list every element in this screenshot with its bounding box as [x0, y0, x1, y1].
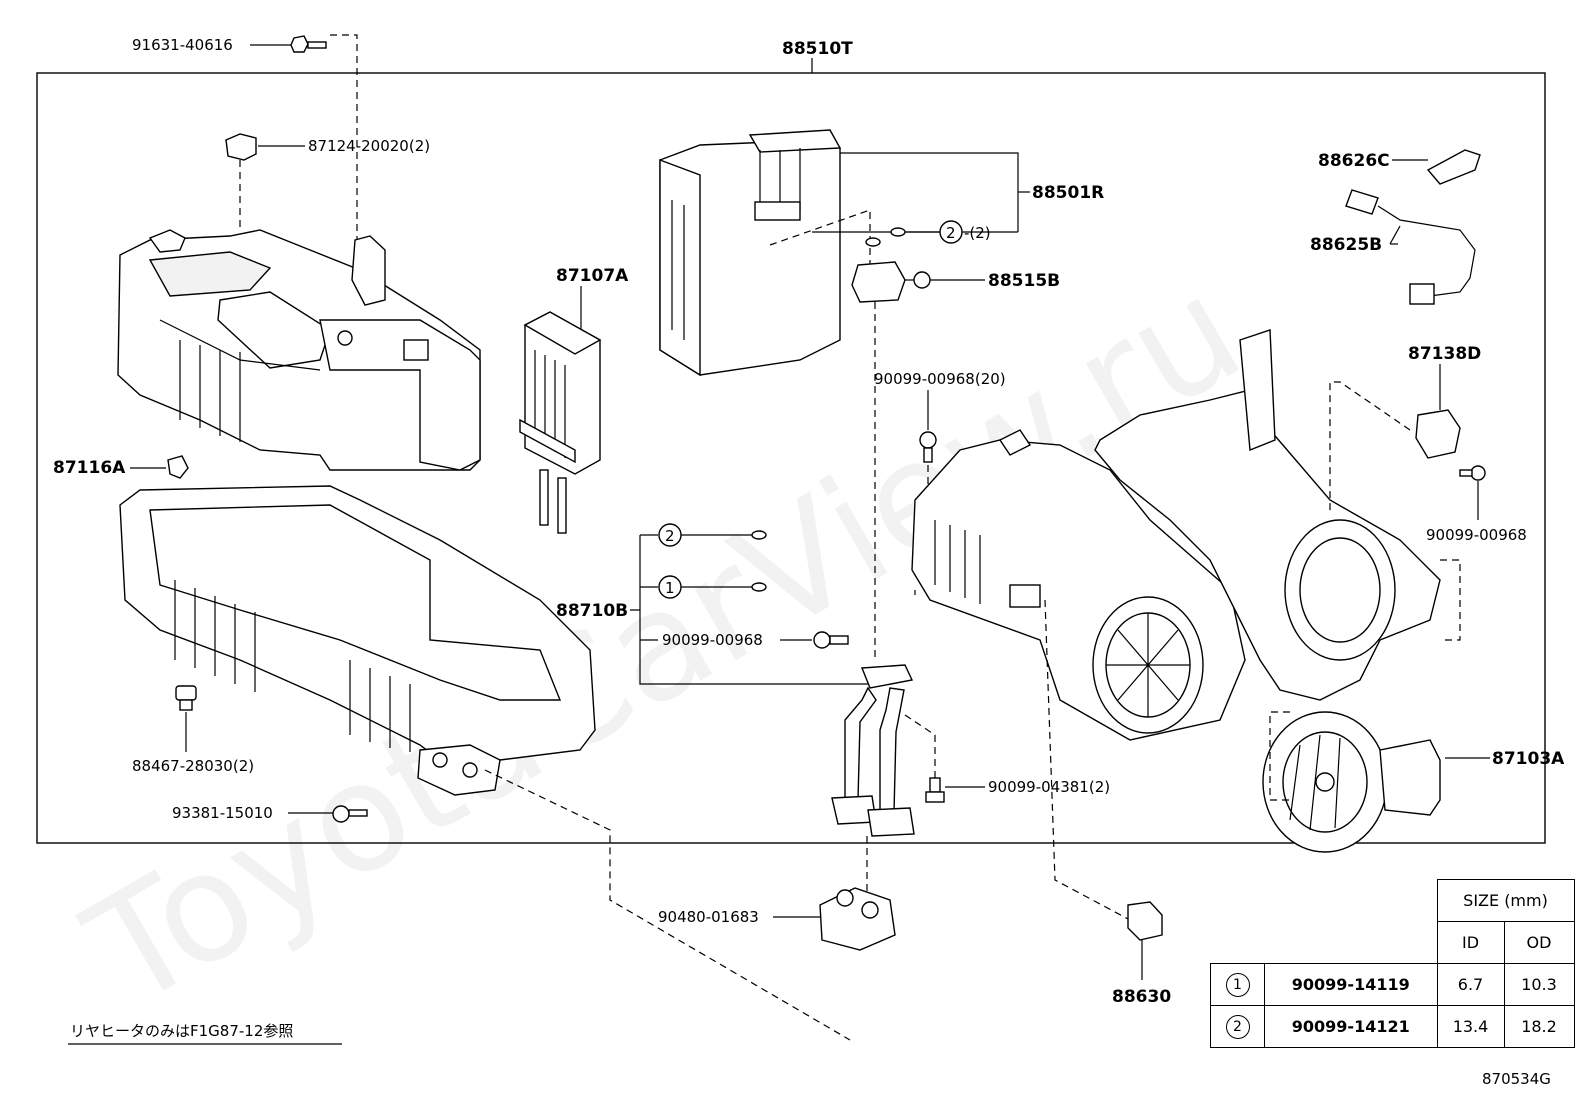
screw-icon	[332, 805, 368, 823]
heater-core	[519, 311, 602, 534]
svg-text:2: 2	[665, 527, 675, 545]
blower-motor	[1262, 711, 1441, 853]
evaporator	[659, 129, 842, 377]
label-87103A[interactable]: 87103A	[1492, 749, 1565, 769]
screw-icon	[925, 777, 945, 803]
col-id-header: ID	[1436, 921, 1505, 964]
size-header: SIZE (mm)	[1436, 879, 1575, 922]
label-90480-01683[interactable]: 90480-01683	[658, 908, 759, 926]
label-88501R[interactable]: 88501R	[1032, 183, 1104, 203]
upper-heater-case	[117, 229, 481, 471]
screw-icon	[1459, 465, 1486, 481]
label-88515B[interactable]: 88515B	[988, 271, 1060, 291]
label-88626C[interactable]: 88626C	[1318, 151, 1390, 171]
od-value: 18.2	[1503, 1005, 1575, 1048]
assembly-frame	[36, 72, 1546, 844]
svg-text:2: 2	[946, 224, 956, 242]
mark-2-icon	[939, 220, 963, 244]
col-od-header: OD	[1503, 921, 1575, 964]
label-87138D[interactable]: 87138D	[1408, 344, 1481, 364]
part-number[interactable]: 90099-14119	[1264, 963, 1438, 1006]
resistor-icon	[1415, 409, 1461, 459]
label-88510T[interactable]: 88510T	[782, 39, 853, 59]
svg-text:1: 1	[665, 579, 675, 597]
size-table: SIZE (mm) ID OD 1 90099-14119 6.7 10.3 2…	[1210, 879, 1575, 1048]
label-90099-04381[interactable]: 90099-04381(2)	[988, 778, 1110, 796]
cooler-pipes	[831, 664, 915, 837]
label-2-count: -(2)	[964, 224, 991, 242]
label-93381-15010[interactable]: 93381-15010	[172, 804, 273, 822]
label-90099-00968-right[interactable]: 90099-00968	[1426, 526, 1527, 544]
table-row: 2 90099-14121 13.4 18.2	[1210, 1005, 1575, 1048]
screw-icon	[175, 685, 197, 711]
screw-icon	[919, 431, 937, 463]
lower-heater-case	[119, 485, 596, 796]
clip-icon	[167, 455, 189, 479]
relay-icon	[1127, 901, 1163, 941]
sensor-clip-icon	[1426, 149, 1481, 185]
label-88625B[interactable]: 88625B	[1310, 235, 1382, 255]
label-87107A[interactable]: 87107A	[556, 266, 629, 286]
table-row: 1 90099-14119 6.7 10.3	[1210, 963, 1575, 1006]
part-number[interactable]: 90099-14121	[1264, 1005, 1438, 1048]
label-87124-20020[interactable]: 87124-20020(2)	[308, 137, 430, 155]
diagram-code: 870534G	[1482, 1070, 1551, 1088]
blower-case	[911, 429, 1246, 741]
screw-icon	[813, 631, 849, 649]
blower-housing	[1094, 329, 1441, 701]
label-87116A[interactable]: 87116A	[53, 458, 126, 478]
label-88467-28030[interactable]: 88467-28030(2)	[132, 757, 254, 775]
clip-icon	[225, 133, 257, 161]
od-value: 10.3	[1503, 963, 1575, 1006]
label-91631-40616[interactable]: 91631-40616	[132, 36, 233, 54]
id-value: 6.7	[1436, 963, 1505, 1006]
thermistor	[1345, 189, 1476, 305]
label-90099-00968-20[interactable]: 90099-00968(20)	[874, 370, 1006, 388]
mark-2-icon: 2	[1225, 1014, 1250, 1039]
label-90099-00968-pipe[interactable]: 90099-00968	[662, 631, 763, 649]
label-88630[interactable]: 88630	[1112, 987, 1171, 1007]
reference-note: リヤヒータのみはF1G87-12参照	[70, 1022, 293, 1040]
id-value: 13.4	[1436, 1005, 1505, 1048]
mark-1-icon: 1	[1225, 972, 1250, 997]
grommet	[819, 887, 896, 951]
label-88710B[interactable]: 88710B	[556, 601, 628, 621]
expansion-valve	[851, 261, 931, 303]
screw-icon	[290, 35, 327, 53]
